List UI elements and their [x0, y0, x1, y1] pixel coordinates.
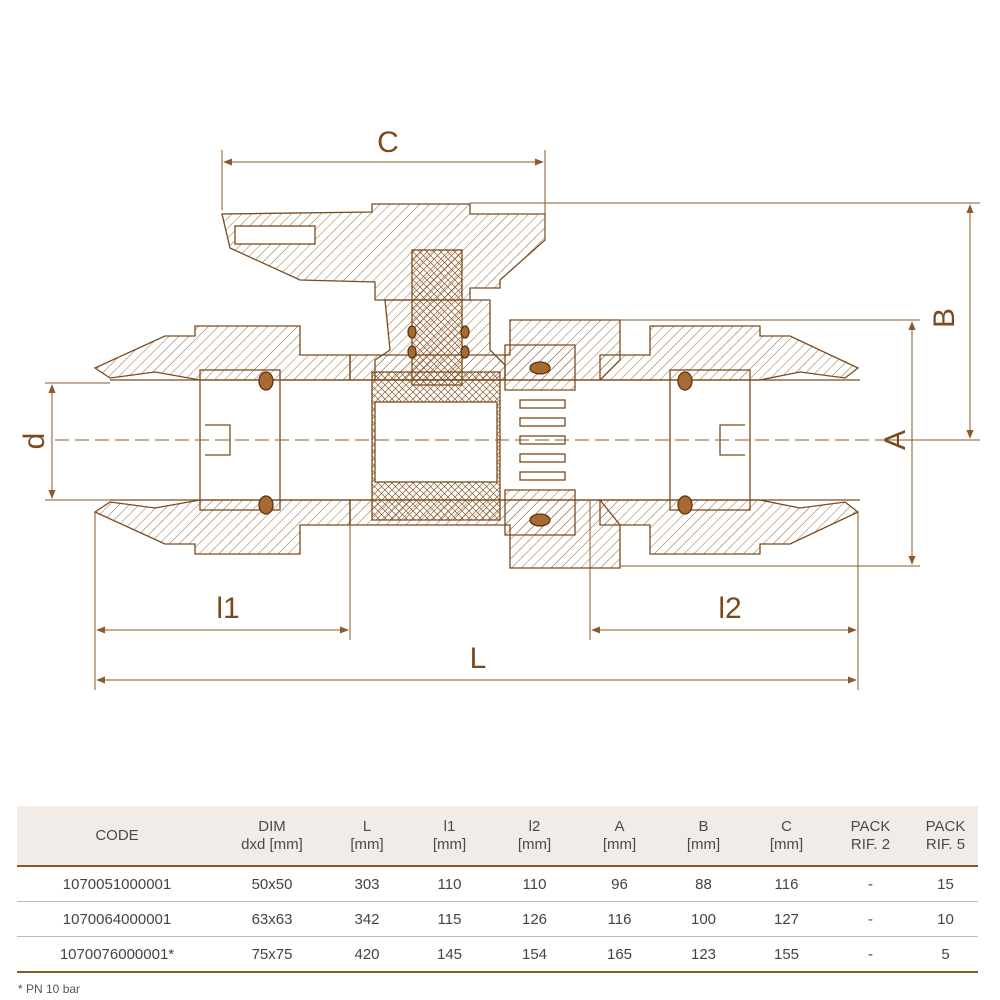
label-c: C [377, 126, 399, 159]
table-cell: 1070076000001* [17, 936, 217, 973]
column-header: A[mm] [577, 806, 662, 867]
dimensions [45, 150, 980, 690]
label-l-total: L [470, 642, 487, 675]
column-header-line: l2 [528, 817, 541, 835]
column-header-line: A [614, 817, 625, 835]
column-header-line: PACK [925, 817, 966, 835]
table-cell: 15 [913, 866, 978, 902]
column-header-line: DIM [258, 817, 286, 835]
table-cell: 5 [913, 936, 978, 973]
table-cell: 420 [327, 936, 407, 973]
column-header-line: [mm] [769, 835, 804, 853]
column-header-line: [mm] [602, 835, 637, 853]
handle-lever [221, 203, 546, 301]
union-thread-bottom [504, 489, 576, 536]
footnote: * PN 10 bar [18, 982, 81, 996]
label-b: B [928, 308, 961, 328]
valve-body [93, 203, 860, 569]
handle-grip-slot [234, 225, 316, 245]
column-header: L[mm] [327, 806, 407, 867]
left-coupling-top [93, 325, 351, 381]
column-header: l2[mm] [492, 806, 577, 867]
table-cell: 1070051000001 [17, 866, 217, 902]
column-header-line: B [698, 817, 709, 835]
column-header-line: [mm] [350, 835, 384, 853]
table-cell: - [828, 901, 913, 937]
table-cell: 116 [577, 901, 662, 937]
right-grip-ring [669, 369, 751, 511]
table-cell: 155 [745, 936, 828, 973]
column-header-line: PACK [850, 817, 891, 835]
table-cell: 165 [577, 936, 662, 973]
column-header-line: L [362, 817, 372, 835]
column-header: B[mm] [662, 806, 745, 867]
table-cell: 126 [492, 901, 577, 937]
column-header-line: C [781, 817, 792, 835]
column-header-line: [mm] [517, 835, 552, 853]
table-cell: 154 [492, 936, 577, 973]
label-a: A [879, 430, 912, 450]
column-header-line: RIF. 2 [850, 835, 891, 853]
valve-technical-drawing: C B A d l1 l2 L [18, 126, 980, 690]
left-coupling-bottom [93, 499, 351, 555]
label-l1: l1 [216, 592, 239, 625]
left-collet [205, 424, 231, 456]
table-cell: 100 [662, 901, 745, 937]
table-cell: 88 [662, 866, 745, 902]
table-cell: 115 [407, 901, 492, 937]
table-cell: 50x50 [217, 866, 327, 902]
right-coupling-bottom [599, 499, 860, 555]
column-header-line: [mm] [686, 835, 721, 853]
table-cell: 123 [662, 936, 745, 973]
column-header-line: l1 [443, 817, 456, 835]
right-coupling-top [599, 325, 860, 381]
o-rings [258, 325, 693, 527]
column-header-line: CODE [95, 826, 139, 844]
ball-bore [374, 401, 498, 483]
column-header-line: dxd [mm] [241, 835, 303, 853]
table-cell: 116 [745, 866, 828, 902]
table-cell: 110 [492, 866, 577, 902]
column-header: C[mm] [745, 806, 828, 867]
table-cell: 145 [407, 936, 492, 973]
table-cell: - [828, 936, 913, 973]
table-cell: 127 [745, 901, 828, 937]
table-cell: 63x63 [217, 901, 327, 937]
table-cell: 75x75 [217, 936, 327, 973]
table-cell: - [828, 866, 913, 902]
table-cell: 1070064000001 [17, 901, 217, 937]
table-cell: 110 [407, 866, 492, 902]
column-header-line: [mm] [432, 835, 467, 853]
label-d: d [18, 433, 51, 450]
column-header-line: RIF. 5 [925, 835, 966, 853]
column-header: l1[mm] [407, 806, 492, 867]
table-cell: 303 [327, 866, 407, 902]
table-cell: 10 [913, 901, 978, 937]
table-cell: 342 [327, 901, 407, 937]
table-cell: 96 [577, 866, 662, 902]
column-header: CODE [17, 806, 217, 867]
label-l2: l2 [718, 592, 741, 625]
